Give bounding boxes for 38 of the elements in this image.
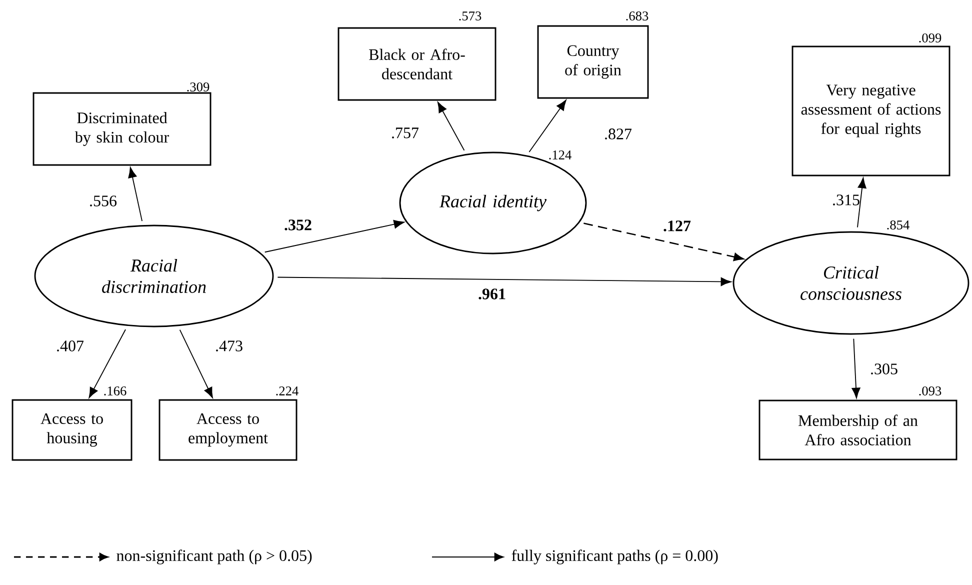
indicator-box: Access to housing [12,399,132,461]
edge-label: .556 [90,196,117,206]
path-arrow [528,100,566,152]
variance-label: .099 [919,33,942,43]
indicator-box: Very negative assessment of actions for equal rights [792,46,950,176]
path-arrow [852,338,860,398]
variance-label: .683 [626,11,648,21]
edge-label: .473 [216,340,242,352]
edge-label: .352 [284,220,312,230]
edge-label: .407 [57,340,84,352]
indicator-box: Black or Afro-descendant [338,27,496,101]
path-arrow [857,178,866,228]
indicator-box: Membership of an Afro association [758,400,958,460]
indicator-box: Country of origin [537,25,649,99]
variance-label: .309 [187,82,210,92]
variance-label: .093 [919,386,942,396]
edge-label: .127 [664,220,691,232]
variance-label: .854 [887,220,910,230]
edge-label: .305 [871,364,898,374]
indicator-box: Discriminated by skin colour [32,92,212,166]
edge-label: .315 [833,194,860,206]
variance-label: .124 [549,150,572,160]
path-arrow [179,329,213,398]
legend-text: fully significant paths (ρ = 0.00) [512,550,718,564]
path-arrow [438,102,465,151]
path-arrow [128,167,143,222]
variance-label: .224 [276,386,298,396]
path-arrow [264,220,404,253]
legend-text: non-significant path (ρ > 0.05) [116,550,312,564]
indicator-box: Access to employment [158,399,298,461]
path-arrow [584,222,744,262]
path-arrow [277,276,732,286]
edge-label: .757 [392,128,419,138]
variance-label: .166 [104,386,126,396]
path-arrow [88,329,126,398]
edge-label: .827 [605,128,632,140]
variance-label: .573 [459,12,482,20]
edge-label: .961 [478,288,506,300]
